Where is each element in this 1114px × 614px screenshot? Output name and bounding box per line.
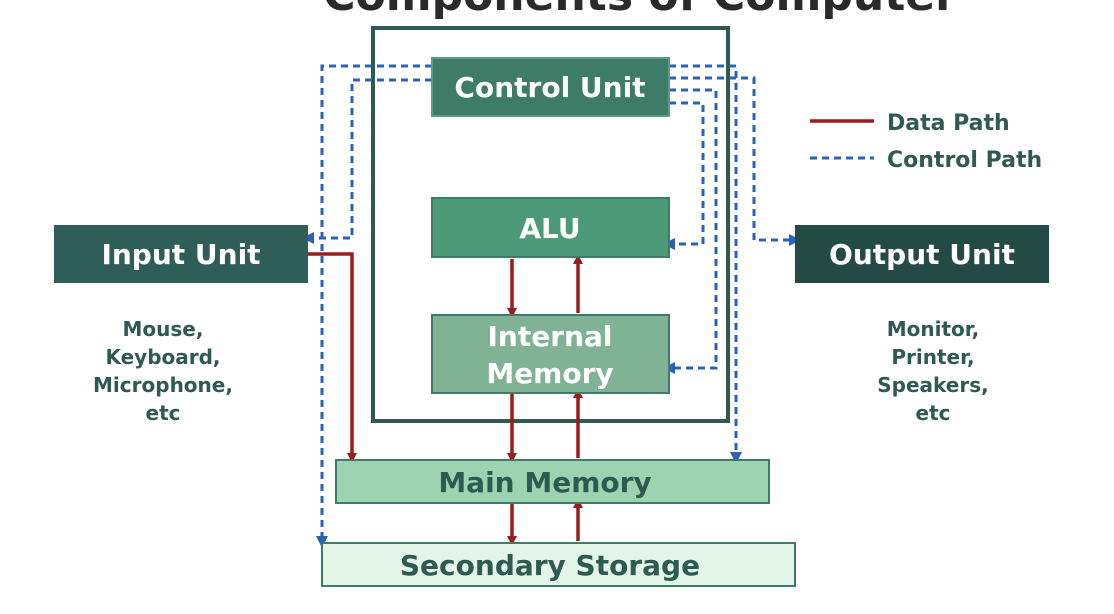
input-examples: Mouse, Keyboard, Microphone, etc (93, 317, 233, 425)
output-examples: Monitor, Printer, Speakers, etc (877, 317, 988, 425)
legend-data-path-label: Data Path (887, 111, 1010, 136)
legend: Data Path Control Path (810, 111, 1042, 173)
output-example-item: Printer, (891, 345, 974, 369)
input-example-item: Keyboard, (105, 345, 220, 369)
secondary-storage-box: Secondary Storage (321, 542, 796, 587)
alu-label: ALU (519, 212, 580, 245)
control-path-to-output (669, 76, 801, 246)
control-path-to-secondary-storage (316, 64, 432, 548)
control-paths (302, 64, 801, 548)
control-path-to-input (302, 78, 432, 244)
main-memory-label: Main Memory (438, 466, 651, 499)
alu-box: ALU (431, 197, 670, 258)
cpu-frame (371, 26, 730, 423)
data-paths (308, 252, 583, 546)
output-unit-label: Output Unit (829, 238, 1015, 271)
internal-memory-label-line1: Internal (488, 320, 613, 353)
input-unit-label: Input Unit (101, 238, 260, 271)
control-unit-box: Control Unit (431, 57, 670, 117)
input-example-item: Microphone, (93, 373, 233, 397)
output-example-item: etc (916, 401, 951, 425)
data-path-input-to-main-memory (308, 252, 357, 463)
output-unit-box: Output Unit (795, 225, 1049, 283)
input-example-item: etc (146, 401, 181, 425)
control-path-to-main-memory (669, 64, 742, 464)
secondary-storage-label: Secondary Storage (400, 549, 700, 582)
main-memory-box: Main Memory (335, 459, 770, 504)
legend-control-path-label: Control Path (887, 148, 1042, 173)
control-path-to-internal-memory (663, 88, 718, 374)
input-unit-box: Input Unit (54, 225, 308, 283)
output-example-item: Monitor, (887, 317, 980, 341)
input-example-item: Mouse, (123, 317, 204, 341)
diagram-title: Components of Computer (323, 0, 957, 21)
internal-memory-label-line2: Memory (486, 357, 613, 390)
control-unit-label: Control Unit (454, 71, 645, 104)
internal-memory-box: Internal Memory (431, 314, 670, 394)
output-example-item: Speakers, (877, 373, 988, 397)
control-path-to-alu (663, 101, 705, 250)
